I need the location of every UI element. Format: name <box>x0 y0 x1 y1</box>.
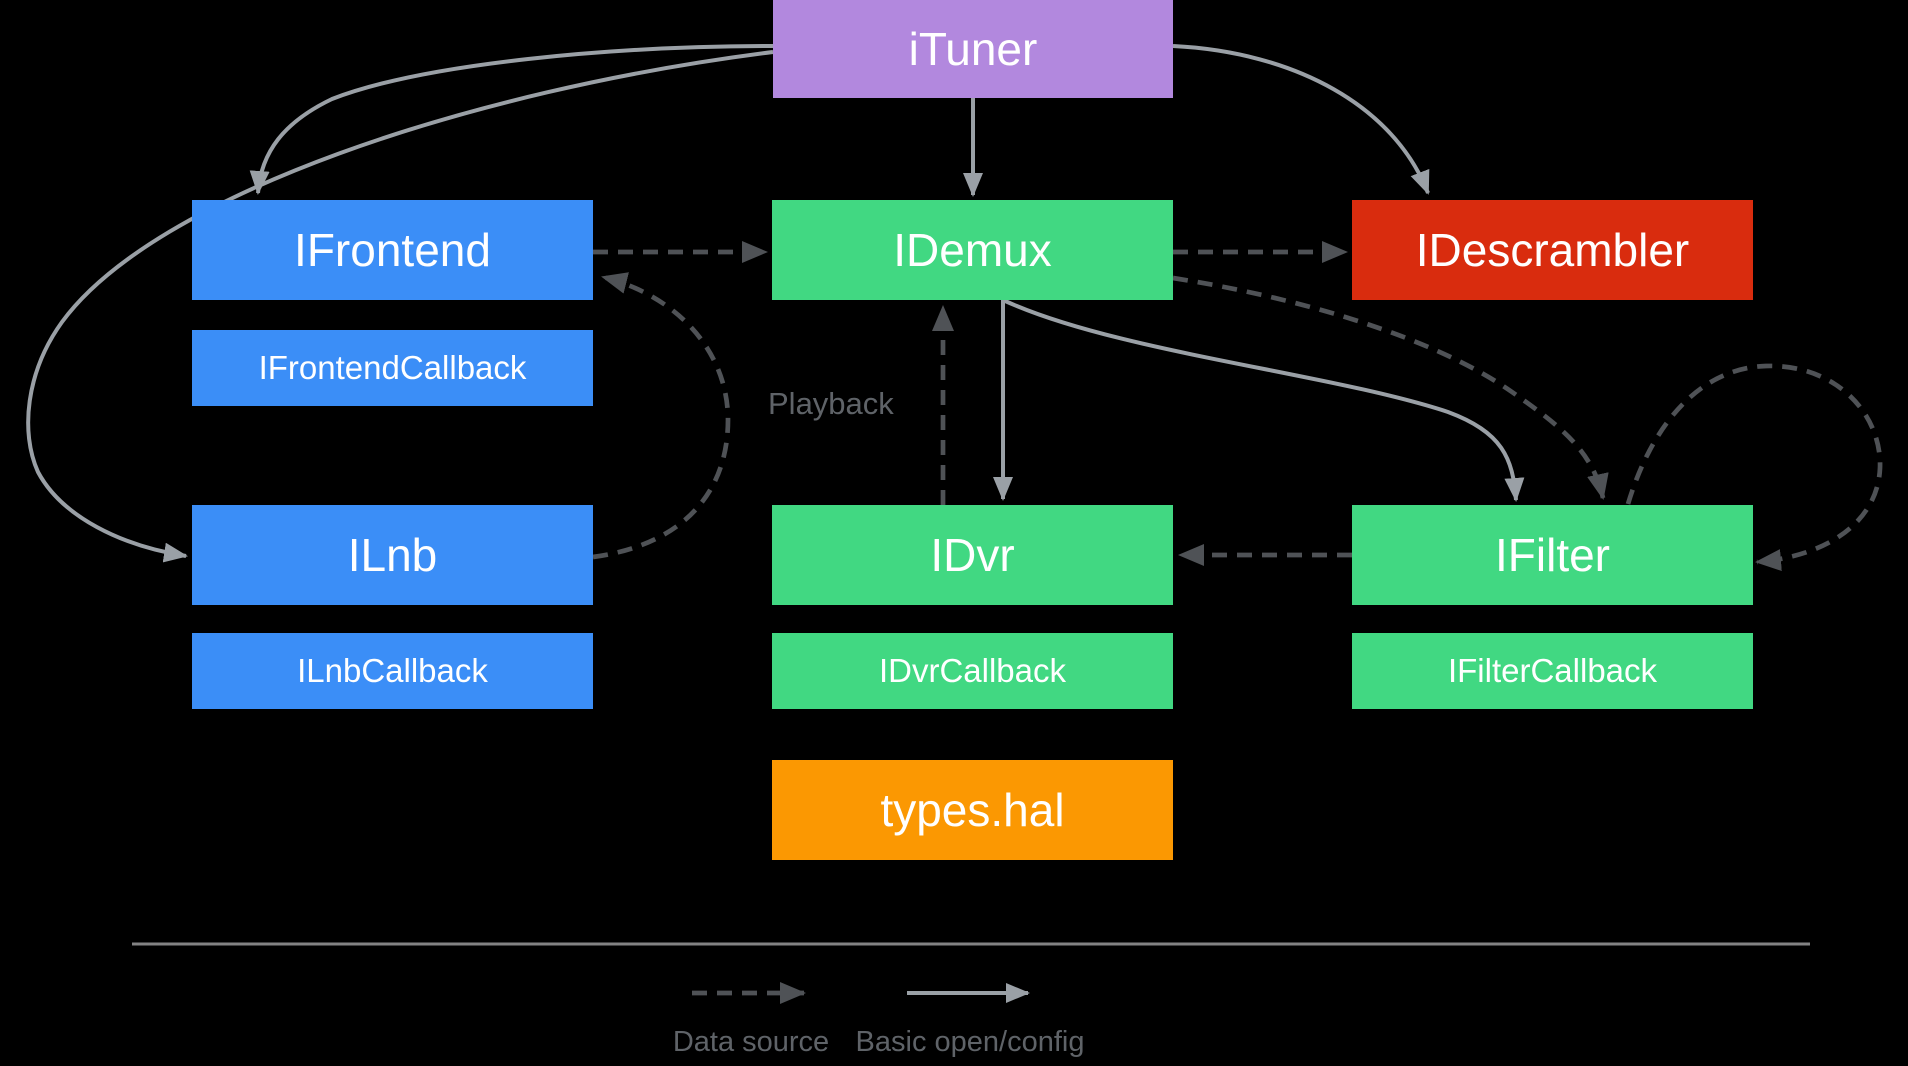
node-idescrambler-label: IDescrambler <box>1415 224 1690 276</box>
playback-edge-label: Playback <box>768 386 894 421</box>
node-idvr: IDvr <box>772 505 1173 605</box>
node-idvr-callback-label: IDvrCallback <box>878 652 1067 689</box>
node-ifilter: IFilter <box>1352 505 1753 605</box>
node-idvr-callback: IDvrCallback <box>772 633 1173 709</box>
legend-basic-open-config-label: Basic open/config <box>855 1026 1085 1058</box>
node-ifilter-callback: IFilterCallback <box>1352 633 1753 709</box>
node-ifrontend-callback: IFrontendCallback <box>192 330 593 406</box>
node-ifrontend: IFrontend <box>192 200 593 300</box>
node-ituner-label: iTuner <box>908 23 1038 75</box>
node-ifrontend-label: IFrontend <box>294 224 491 276</box>
node-idescrambler: IDescrambler <box>1352 200 1753 300</box>
node-ifilter-label: IFilter <box>1495 529 1610 581</box>
node-ifrontend-callback-label: IFrontendCallback <box>258 349 527 386</box>
node-idvr-label: IDvr <box>930 529 1015 581</box>
node-idemux: IDemux <box>772 200 1173 300</box>
edge-idemux-to-ifilter-config <box>1002 298 1525 502</box>
edge-ifilter-self-loop <box>1625 363 1883 571</box>
edge-ilnb-to-ifrontend <box>592 272 731 560</box>
node-idemux-label: IDemux <box>893 224 1052 276</box>
node-types-hal-label: types.hal <box>880 784 1065 836</box>
node-ilnb-label: ILnb <box>347 529 438 581</box>
edge-idemux-to-ifilter-data <box>1172 275 1609 500</box>
edge-ituner-to-ifrontend <box>249 44 774 195</box>
node-ituner: iTuner <box>773 0 1173 98</box>
edge-ituner-to-ilnb <box>26 50 774 563</box>
node-ilnb-callback-label: ILnbCallback <box>297 652 488 689</box>
node-ifilter-callback-label: IFilterCallback <box>1447 652 1658 689</box>
edge-ituner-to-idescrambler <box>1172 44 1430 195</box>
node-ilnb-callback: ILnbCallback <box>192 633 593 709</box>
legend-data-source-label: Data source <box>672 1026 830 1058</box>
node-ilnb: ILnb <box>192 505 593 605</box>
node-types-hal: types.hal <box>772 760 1173 860</box>
